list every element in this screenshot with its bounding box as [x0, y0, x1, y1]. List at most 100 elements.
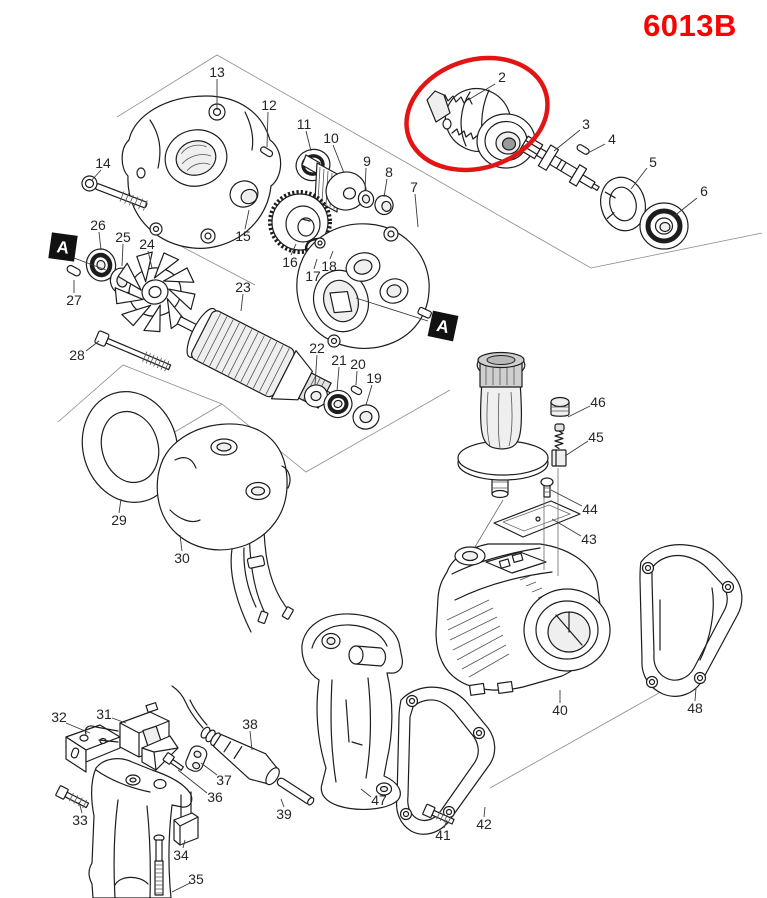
part-number-label-12: 12 [261, 97, 277, 113]
svg-text:A: A [56, 237, 71, 258]
part-number-label-45: 45 [588, 429, 604, 445]
part-number-label-11: 11 [297, 116, 312, 132]
leader-line-part-33 [78, 801, 83, 814]
handle-grip-body [88, 758, 193, 898]
leader-line-part-30 [179, 534, 183, 552]
part-44-screw [540, 477, 554, 498]
part-43-name-plate [493, 500, 581, 538]
part-number-label-44: 44 [582, 501, 598, 517]
part-number-label-21: 21 [331, 352, 347, 368]
part-number-label-36: 36 [207, 789, 223, 805]
part-labels-layer: 2345678910111213141516171819202122232425… [51, 64, 708, 893]
leader-line-part-20 [355, 370, 358, 386]
leader-line-part-17 [313, 258, 318, 270]
leader-line-part-12 [266, 111, 269, 148]
part-number-label-10: 10 [323, 130, 339, 146]
leader-line-part-11 [305, 130, 312, 152]
leader-line-part-16 [290, 243, 297, 256]
leader-line-part-46 [567, 405, 591, 418]
part-number-label-32: 32 [51, 709, 67, 725]
part-number-label-42: 42 [476, 816, 492, 832]
leader-line-part-36 [177, 769, 208, 794]
leader-line-part-6 [672, 197, 698, 218]
part-16-spur-gear [268, 190, 332, 254]
part-number-label-13: 13 [209, 64, 225, 80]
part-33-screw [55, 785, 90, 809]
leader-line-part-9 [364, 167, 367, 192]
part-number-label-27: 27 [66, 292, 82, 308]
part-40-motor-housing [435, 468, 611, 696]
part-20-pin [350, 385, 363, 396]
part-number-label-46: 46 [590, 394, 606, 410]
svg-text:A: A [435, 316, 451, 337]
part-number-label-7: 7 [410, 179, 418, 195]
part-number-label-16: 16 [282, 254, 298, 270]
section-marker-leader-0 [73, 257, 107, 271]
part-number-label-6: 6 [700, 183, 708, 199]
leader-line-part-8 [383, 178, 388, 198]
part-9-flat-washer [357, 189, 375, 209]
part-number-label-48: 48 [687, 700, 703, 716]
leader-line-part-39 [280, 798, 285, 808]
part-15-spacer-sleeve [229, 180, 259, 208]
part-number-label-22: 22 [309, 340, 325, 356]
part-number-label-19: 19 [366, 370, 382, 386]
leader-line-part-45 [564, 440, 589, 457]
part-number-label-39: 39 [276, 806, 292, 822]
leader-line-part-14 [91, 169, 102, 181]
leader-line-part-15 [244, 209, 250, 230]
leader-line-part-48 [694, 687, 697, 702]
highlight-ellipse-part-2 [404, 55, 550, 173]
leader-line-part-43 [551, 518, 582, 537]
leader-line-part-3 [553, 129, 581, 152]
part-21-ball-bearing [323, 389, 353, 419]
part-14-bolt [81, 175, 148, 211]
part-number-label-34: 34 [173, 847, 189, 863]
section-marker-leader-1 [355, 297, 429, 322]
part-48-handle-cover-right [639, 544, 743, 697]
part-number-label-43: 43 [581, 531, 597, 547]
part-30-field-stator [156, 423, 294, 633]
part-number-label-28: 28 [69, 347, 85, 363]
part-number-label-8: 8 [385, 164, 393, 180]
part-number-label-25: 25 [115, 229, 131, 245]
part-24-fan [114, 251, 196, 333]
part-45-carbon-brush [551, 423, 567, 467]
leader-line-part-42 [483, 806, 486, 818]
section-markers-layer: AA [48, 232, 459, 342]
part-number-label-30: 30 [174, 550, 190, 566]
leader-line-part-21 [336, 366, 340, 392]
part-number-label-9: 9 [363, 153, 371, 169]
model-number-title: 6013B [643, 8, 737, 43]
leader-line-part-38 [249, 730, 253, 751]
leader-line-part-47 [360, 788, 372, 798]
part-37-cord-clamp [185, 745, 208, 772]
leader-line-part-4 [585, 143, 606, 155]
side-handle-grip [457, 351, 549, 553]
part-34-capacitor [173, 791, 199, 846]
leader-line-part-37 [200, 762, 218, 776]
part-41-screw [422, 803, 455, 825]
part-number-label-2: 2 [498, 69, 506, 85]
part-number-label-47: 47 [371, 792, 387, 808]
part-4-chuck-key-clip [576, 144, 590, 155]
part-number-label-20: 20 [350, 356, 366, 372]
leader-line-part-2 [467, 83, 496, 101]
part-35-long-screw [153, 834, 165, 896]
part-number-label-14: 14 [95, 155, 111, 171]
part-38-cord-guard [171, 685, 280, 786]
part-3-spindle [519, 135, 600, 191]
part-13-gear-housing [121, 95, 282, 249]
part-number-label-26: 26 [90, 217, 106, 233]
leader-line-part-41 [443, 819, 448, 829]
leader-line-part-18 [329, 250, 334, 260]
leader-line-part-10 [332, 144, 345, 174]
part-number-label-31: 31 [96, 706, 112, 722]
part-46-brush-cap [550, 396, 570, 417]
leader-line-part-19 [365, 384, 373, 406]
part-number-label-40: 40 [552, 702, 568, 718]
leader-line-part-26 [98, 231, 102, 251]
leader-line-part-29 [118, 498, 122, 514]
